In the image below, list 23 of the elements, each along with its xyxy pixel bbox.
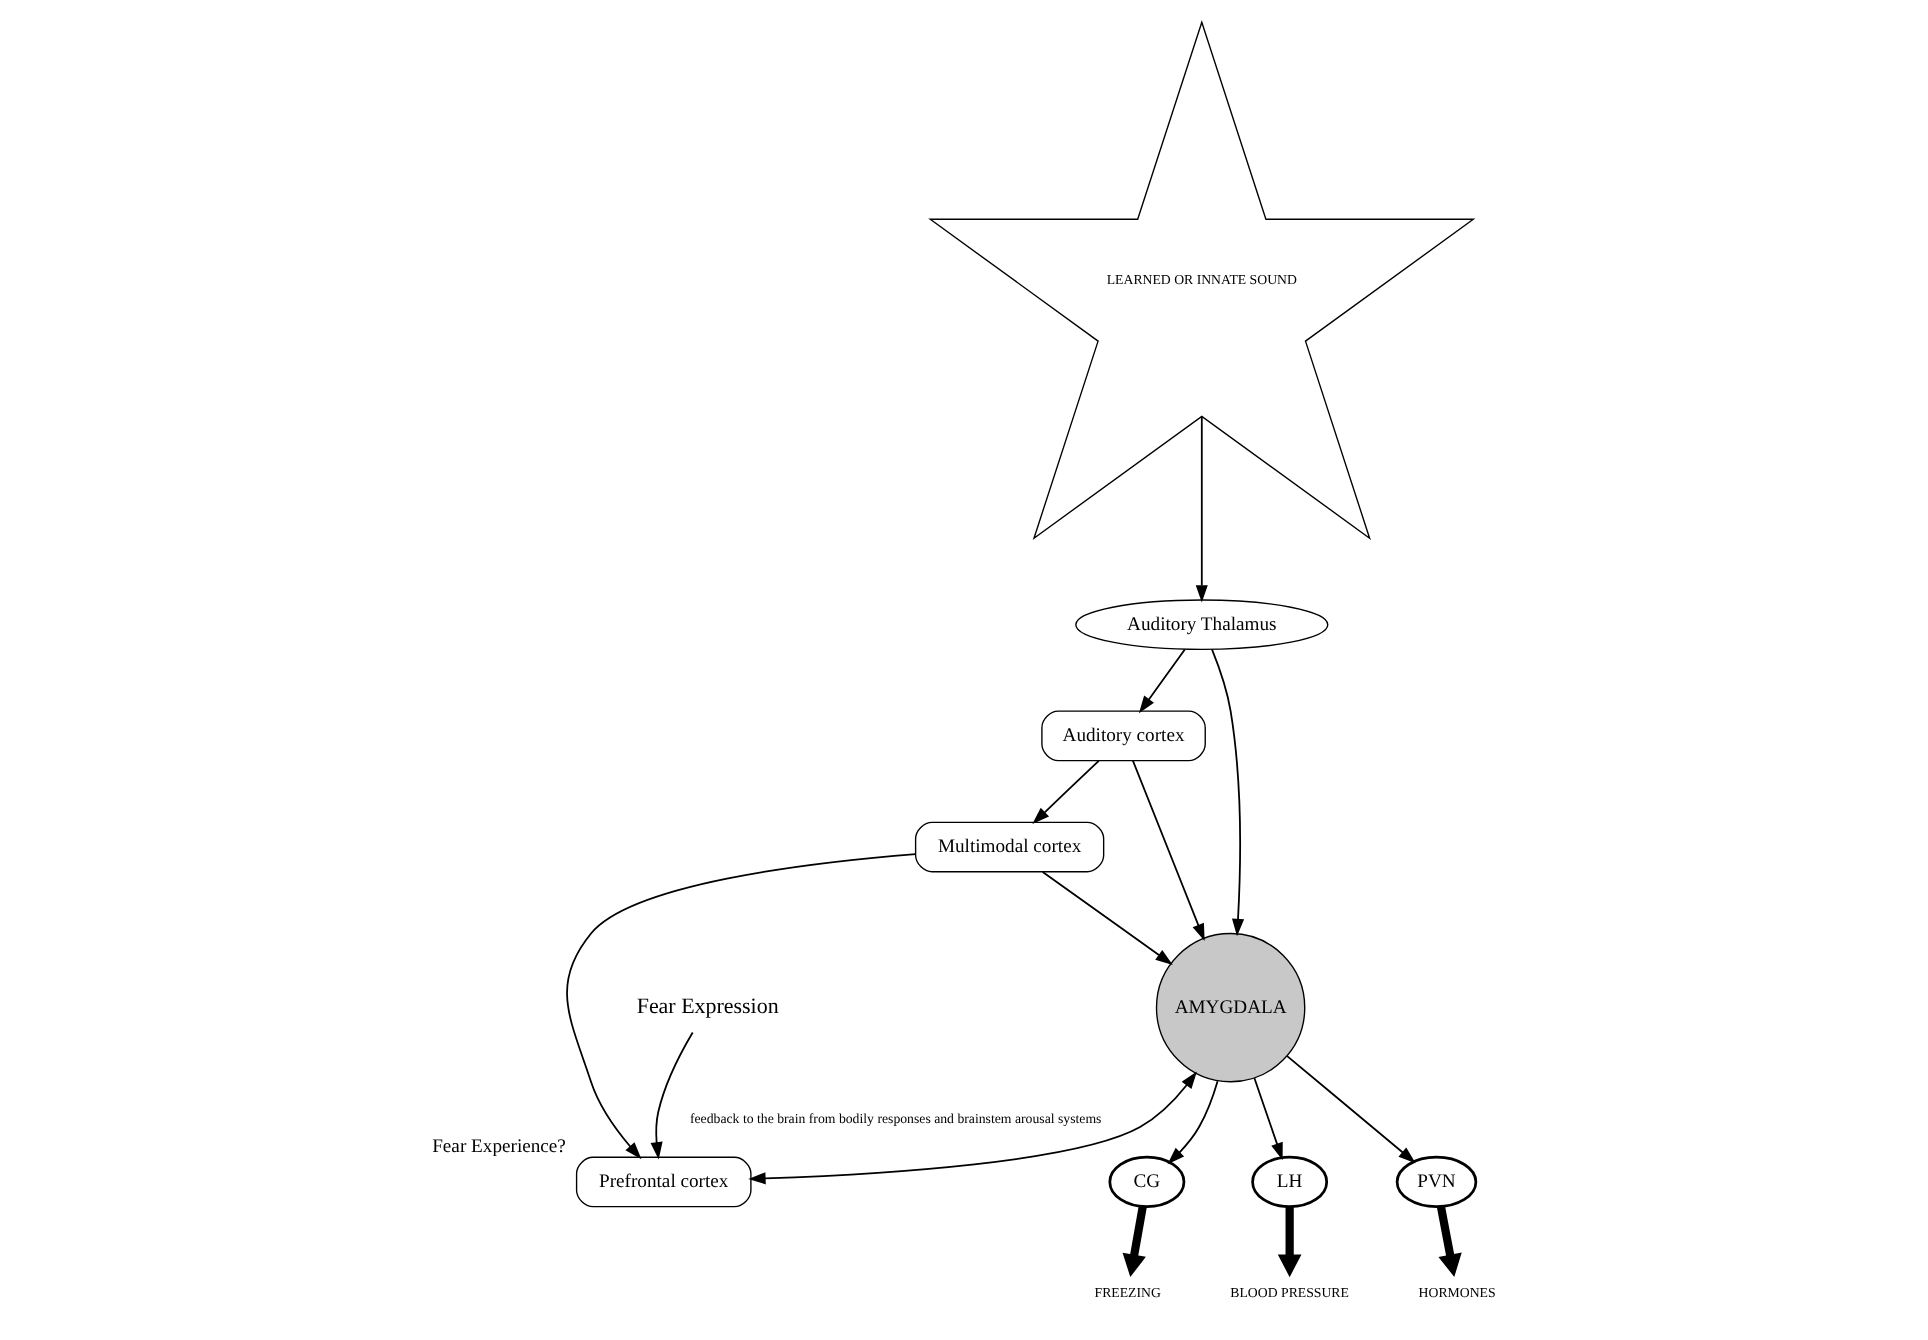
arrow bbox=[1167, 1080, 1219, 1165]
arrow bbox=[1436, 1206, 1462, 1277]
arrow bbox=[1286, 1055, 1416, 1164]
arrow bbox=[566, 853, 917, 1160]
node-box: Auditory cortex bbox=[1041, 710, 1206, 762]
arrow bbox=[1211, 648, 1245, 937]
arrow bbox=[650, 1031, 694, 1160]
arrow bbox=[1122, 1206, 1147, 1277]
node-ellipse: PVN bbox=[1395, 1155, 1478, 1209]
arrow bbox=[748, 1071, 1197, 1185]
arrow bbox=[1132, 759, 1205, 942]
arrow bbox=[1138, 648, 1186, 714]
arrow bbox=[1277, 1206, 1302, 1278]
node-ellipse: CG bbox=[1108, 1155, 1186, 1209]
node-ellipse: Auditory Thalamus bbox=[1075, 599, 1329, 651]
node-box: Multimodal cortex bbox=[914, 821, 1105, 873]
node-label: Fear Experience? bbox=[432, 1136, 566, 1159]
arrow bbox=[1041, 871, 1173, 965]
node-text: Fear Expression bbox=[636, 994, 779, 1019]
arrow bbox=[1032, 759, 1100, 825]
node-box: Prefrontal cortex bbox=[575, 1156, 752, 1208]
node-ellipse: LH bbox=[1251, 1155, 1329, 1209]
arrow bbox=[1253, 1077, 1283, 1161]
